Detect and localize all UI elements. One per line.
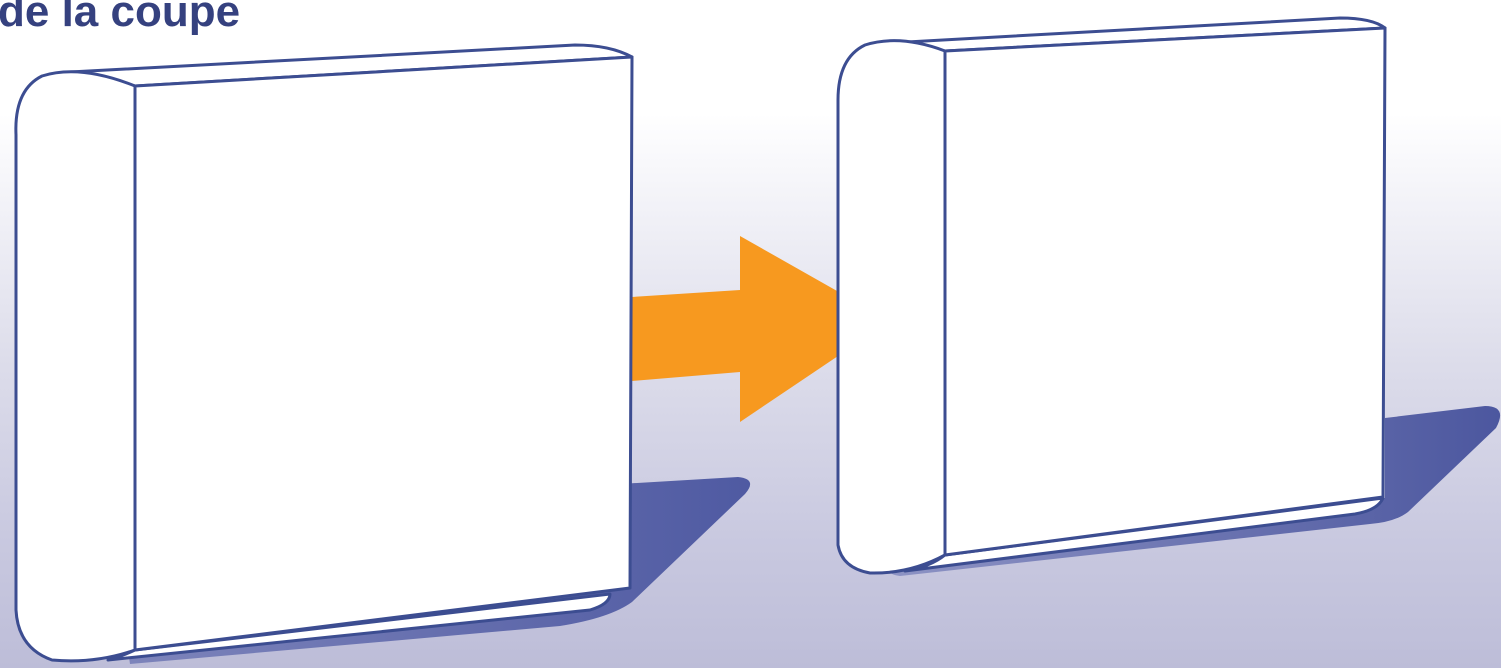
left-book-shadow xyxy=(128,477,751,664)
page-title: de la coupe xyxy=(0,0,241,36)
book-before-trim-icon xyxy=(14,43,634,663)
book-after-trim-icon xyxy=(836,16,1387,575)
right-arrow-icon xyxy=(632,236,890,422)
